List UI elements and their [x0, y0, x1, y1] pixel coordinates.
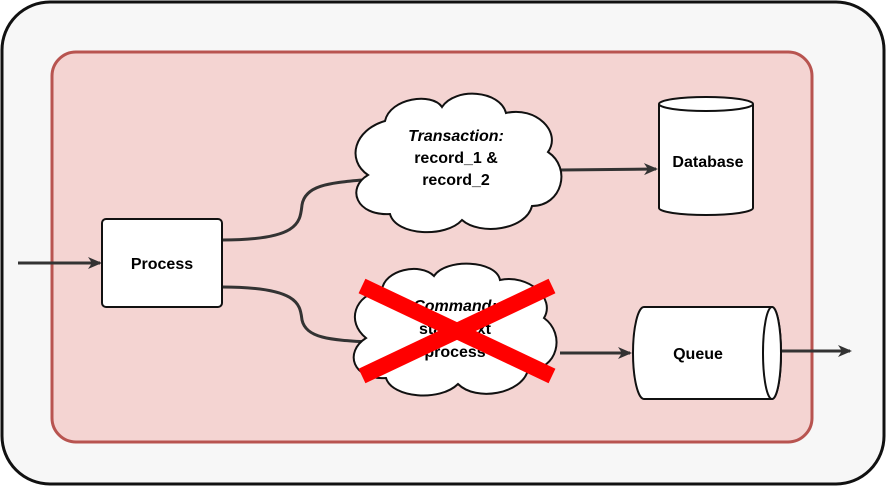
transaction-line-2: record_2	[422, 172, 490, 189]
database-label: Database	[672, 154, 743, 171]
system-boundary	[50, 50, 814, 444]
cancel-cross-icon	[358, 278, 556, 384]
queue-label: Queue	[673, 346, 723, 363]
process-label: Process	[131, 256, 193, 273]
transaction-line-1: record_1 &	[414, 150, 498, 167]
command-line-3: process	[424, 344, 485, 361]
transaction-cloud[interactable]: Transaction: record_1 & record_2	[354, 92, 563, 233]
database-node[interactable]: Database	[658, 96, 754, 216]
transaction-title: Transaction:	[408, 128, 504, 145]
process-to-transaction-connector	[221, 178, 363, 242]
queue-node[interactable]: Queue	[632, 306, 782, 400]
process-node[interactable]: Process	[101, 218, 223, 308]
command-title: Command:	[413, 298, 497, 315]
transaction-to-database-arrow	[559, 163, 658, 176]
process-to-command-connector	[221, 285, 369, 344]
